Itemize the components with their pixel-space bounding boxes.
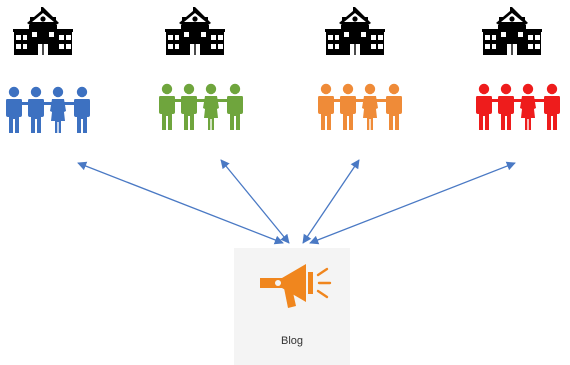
arrow-blue-group-blog — [77, 161, 284, 245]
connection-arrows — [77, 159, 516, 245]
school-building-icon — [13, 7, 73, 55]
blog-hub-card: Blog — [234, 248, 350, 365]
arrow-red-group-blog — [309, 161, 516, 245]
people-group-icon — [476, 84, 560, 130]
school-building-icon — [325, 7, 385, 55]
group-green — [159, 7, 243, 130]
people-group-icon — [318, 84, 402, 130]
arrow-orange-group-blog — [302, 159, 360, 244]
school-building-icon — [482, 7, 542, 55]
school-building-icon — [165, 7, 225, 55]
group-red — [476, 7, 560, 130]
people-group-icon — [159, 84, 243, 130]
blog-label: Blog — [280, 335, 304, 347]
people-group-icon — [6, 87, 90, 133]
group-orange — [318, 7, 402, 130]
megaphone-icon — [260, 264, 332, 308]
arrow-green-group-blog — [220, 159, 290, 244]
group-blue — [6, 7, 90, 133]
